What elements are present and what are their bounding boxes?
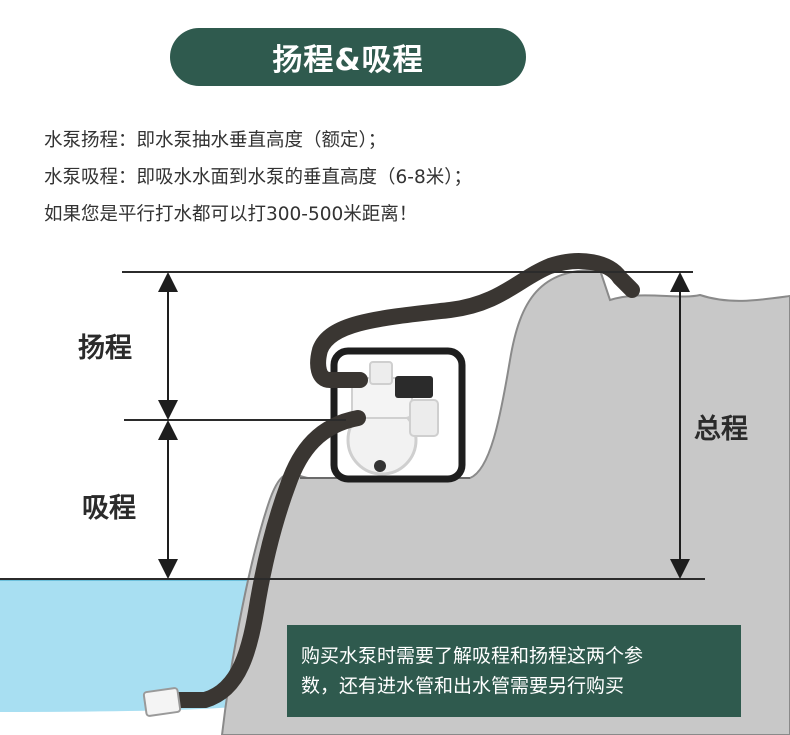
label-head: 扬程 xyxy=(78,333,132,364)
pump-icon xyxy=(346,361,439,476)
description-line-head: 水泵扬程：即水泵抽水垂直高度（额定）； xyxy=(44,130,387,151)
terrain-hill xyxy=(220,268,790,735)
label-suction: 吸程 xyxy=(82,493,136,524)
note-line-1: 购买水泵时需要了解吸程和扬程这两个参 xyxy=(301,645,644,667)
pump-frame xyxy=(330,347,466,483)
water-body xyxy=(0,580,255,712)
note-line-2: 数，还有进水管和出水管需要另行购买 xyxy=(301,675,625,697)
label-total: 总程 xyxy=(694,414,748,445)
description-line-suction: 水泵吸程：即吸水水面到水泵的垂直高度（6-8米）； xyxy=(44,167,472,188)
description-line-distance: 如果您是平行打水都可以打300-500米距离！ xyxy=(44,204,418,225)
description-block: 水泵扬程：即水泵抽水垂直高度（额定）； 水泵吸程：即吸水水面到水泵的垂直高度（6… xyxy=(44,122,472,233)
purchase-note: 购买水泵时需要了解吸程和扬程这两个参 数，还有进水管和出水管需要另行购买 xyxy=(287,625,741,717)
title-text: 扬程&吸程 xyxy=(272,43,424,78)
foot-valve xyxy=(142,687,182,717)
outlet-hose xyxy=(310,253,640,388)
title-banner: 扬程&吸程 xyxy=(170,28,526,86)
inlet-hose xyxy=(167,410,366,708)
